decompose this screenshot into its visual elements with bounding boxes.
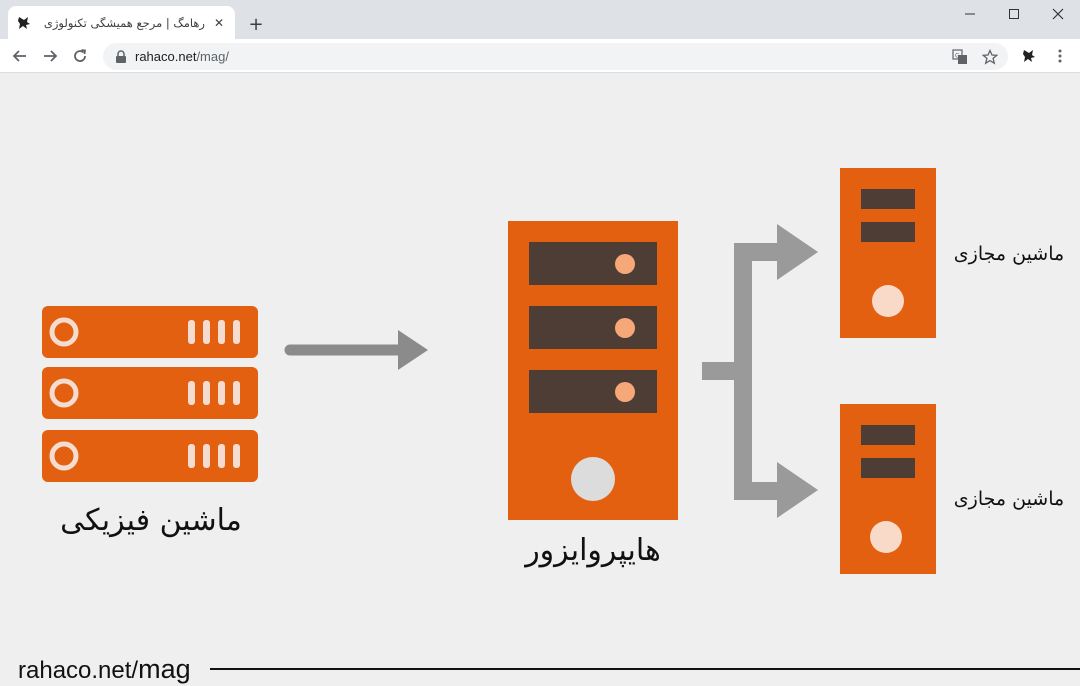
reload-icon[interactable] [68, 44, 92, 68]
virtual-machine-bottom-icon [840, 404, 936, 574]
physical-server-icon [42, 306, 258, 482]
translate-icon[interactable]: G [949, 48, 971, 66]
hypervisor-server-icon [508, 221, 678, 520]
rahaco-favicon-icon [18, 16, 30, 29]
url-text: rahaco.net/mag/ [135, 49, 229, 64]
tab-title: رهامگ | مرجع همیشگی تکنولوژی | [40, 15, 205, 30]
virtual-machine-bottom-label: ماشین مجازی [953, 488, 1065, 510]
maximize-icon[interactable] [992, 0, 1036, 28]
browser-tab[interactable]: رهامگ | مرجع همیشگی تکنولوژی | ✕ [8, 6, 235, 39]
right-arrow-icon [284, 330, 428, 370]
menu-kebab-icon[interactable] [1048, 44, 1072, 68]
browser-toolbar: rahaco.net/mag/ G [0, 39, 1080, 73]
address-bar[interactable]: rahaco.net/mag/ G [103, 43, 1008, 70]
close-window-icon[interactable] [1036, 0, 1080, 28]
virtual-machine-top-icon [840, 168, 936, 338]
minimize-icon[interactable] [948, 0, 992, 28]
watermark-section: mag [138, 654, 191, 684]
title-bar: رهامگ | مرجع همیشگی تکنولوژی | ✕ + [0, 0, 1080, 39]
bookmark-star-icon[interactable] [979, 48, 1001, 66]
extension-icon[interactable] [1017, 44, 1041, 68]
site-watermark: rahaco.net/mag [18, 654, 191, 685]
branch-arrows-icon [702, 224, 818, 518]
physical-machine-label: ماشین فیزیکی [60, 503, 242, 538]
new-tab-button[interactable]: + [248, 13, 264, 35]
tab-close-icon[interactable]: ✕ [213, 15, 225, 30]
lock-icon [116, 49, 126, 63]
svg-text:G: G [955, 53, 960, 60]
watermark-site: rahaco.net/ [18, 657, 139, 684]
url-path: /mag/ [196, 49, 229, 64]
footer-divider [210, 668, 1080, 670]
forward-arrow-icon[interactable] [38, 44, 62, 68]
virtual-machine-top-label: ماشین مجازی [953, 243, 1065, 265]
back-arrow-icon[interactable] [8, 44, 32, 68]
url-host: rahaco.net [135, 49, 197, 64]
hypervisor-label: هایپروایزور [525, 533, 661, 568]
